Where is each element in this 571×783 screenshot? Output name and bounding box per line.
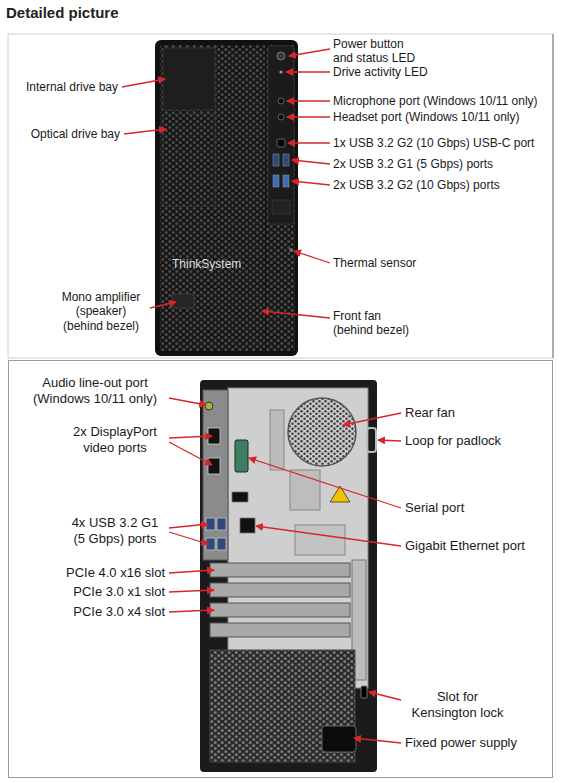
drawing-shape [240, 518, 255, 533]
drawing-shape [210, 650, 355, 762]
part-label: Optical drive bay [31, 127, 120, 141]
drawing-shape [283, 154, 289, 166]
part-label: Internal drive bay [26, 80, 118, 94]
part-label: Mono amplifier (speaker) (behind bezel) [56, 290, 146, 333]
part-label: 2x DisplayPort video ports [65, 424, 165, 455]
drawing-shape [208, 458, 220, 474]
drawing-shape [169, 436, 212, 438]
part-label: Microphone port (Windows 10/11 only) [333, 94, 538, 108]
drawing-shape [249, 458, 401, 508]
drawing-shape [169, 442, 212, 465]
drawing-shape [552, 34, 554, 358]
part-label: PCIe 3.0 x4 slot [73, 604, 165, 620]
drawing-shape [169, 524, 208, 528]
part-label: Thermal sensor [333, 256, 416, 270]
drawing-shape [169, 532, 208, 544]
part-label: Audio line-out port (Windows 10/11 only) [25, 375, 165, 406]
drawing-shape [322, 726, 356, 752]
drawing-shape [9, 361, 553, 778]
brand-text: ThinkSystem [172, 257, 241, 271]
drawing-shape [361, 686, 367, 698]
part-label: 1x USB 3.2 G2 (10 Gbps) USB-C port [333, 136, 534, 150]
part-label: 4x USB 3.2 G1 (5 Gbps) ports [65, 515, 165, 546]
rear-view [200, 380, 377, 772]
part-label: Front fan (behind bezel) [333, 309, 418, 338]
drawing-shape [292, 181, 330, 185]
drawing-shape [163, 48, 215, 110]
drawing-shape [343, 413, 401, 425]
drawing-shape [272, 200, 290, 214]
drawing-shape [268, 46, 294, 224]
drawing-shape [283, 175, 289, 187]
drawing-shape [124, 129, 166, 134]
drawing-shape [200, 380, 377, 772]
drawing-shape [210, 603, 350, 617]
drawing-shape [210, 623, 350, 637]
drawing-shape [277, 139, 285, 147]
drawing-shape [210, 563, 350, 577]
drawing-shape [288, 142, 330, 143]
part-label: Serial port [405, 500, 464, 516]
drawing-shape [279, 70, 282, 73]
drawing-shape [278, 114, 284, 120]
drawing-shape [205, 402, 213, 410]
drawing-shape [369, 692, 401, 700]
drawing-shape [235, 440, 248, 472]
drawing-shape [289, 49, 330, 56]
drawing-shape [295, 525, 345, 555]
front-view [155, 40, 298, 356]
drawing-shape [169, 590, 214, 592]
drawing-shape [287, 100, 330, 101]
panel-frame [8, 34, 553, 778]
part-label: Headset port (Windows 10/11 only) [333, 110, 520, 124]
drawing-shape [277, 52, 285, 60]
drawing-shape [286, 71, 330, 72]
page-title: Detailed picture [6, 4, 119, 21]
drawing-shape [256, 526, 401, 546]
part-label: Slot for Kensington lock [405, 689, 510, 720]
leader-lines [122, 49, 401, 743]
drawing-shape [378, 440, 401, 441]
part-label: Drive activity LED [333, 65, 428, 79]
drawing-shape [122, 79, 165, 87]
drawing-shape [169, 398, 206, 405]
part-label: PCIe 4.0 x16 slot [66, 565, 165, 581]
drawing-shape [292, 160, 330, 164]
drawing-shape [266, 45, 295, 351]
drawing-shape [367, 428, 376, 452]
drawing-shape [155, 40, 298, 356]
drawing-shape [169, 570, 214, 573]
drawing-shape [163, 114, 215, 206]
drawing-shape [262, 311, 330, 318]
drawing-shape [217, 518, 226, 530]
drawing-shape [210, 583, 350, 597]
drawing-shape [270, 410, 284, 470]
drawing-shape [294, 251, 330, 263]
drawing-shape [217, 538, 226, 550]
drawing-shape [172, 294, 194, 308]
part-label: 2x USB 3.2 G1 (5 Gbps) ports [333, 157, 493, 171]
drawing-shape [278, 98, 284, 104]
part-label: Rear fan [405, 405, 455, 421]
drawing-shape [289, 248, 293, 252]
part-label: Power button and status LED [333, 37, 421, 66]
part-label: Fixed power supply [405, 735, 517, 751]
part-label: Loop for padlock [405, 433, 501, 449]
drawing-shape [150, 302, 176, 308]
part-label: PCIe 3.0 x1 slot [73, 584, 165, 600]
drawing-shape [232, 492, 248, 502]
drawing-shape [273, 154, 279, 166]
part-label: Gigabit Ethernet port [405, 538, 525, 554]
drawing-shape [354, 738, 401, 743]
drawing-shape [288, 398, 356, 466]
drawing-shape [169, 610, 214, 612]
part-label: 2x USB 3.2 G2 (10 Gbps) ports [333, 178, 500, 192]
drawing-shape [8, 34, 553, 358]
drawing-shape [203, 390, 228, 560]
drawing-shape [160, 45, 265, 351]
drawing-shape [287, 116, 330, 117]
drawing-shape [273, 175, 279, 187]
